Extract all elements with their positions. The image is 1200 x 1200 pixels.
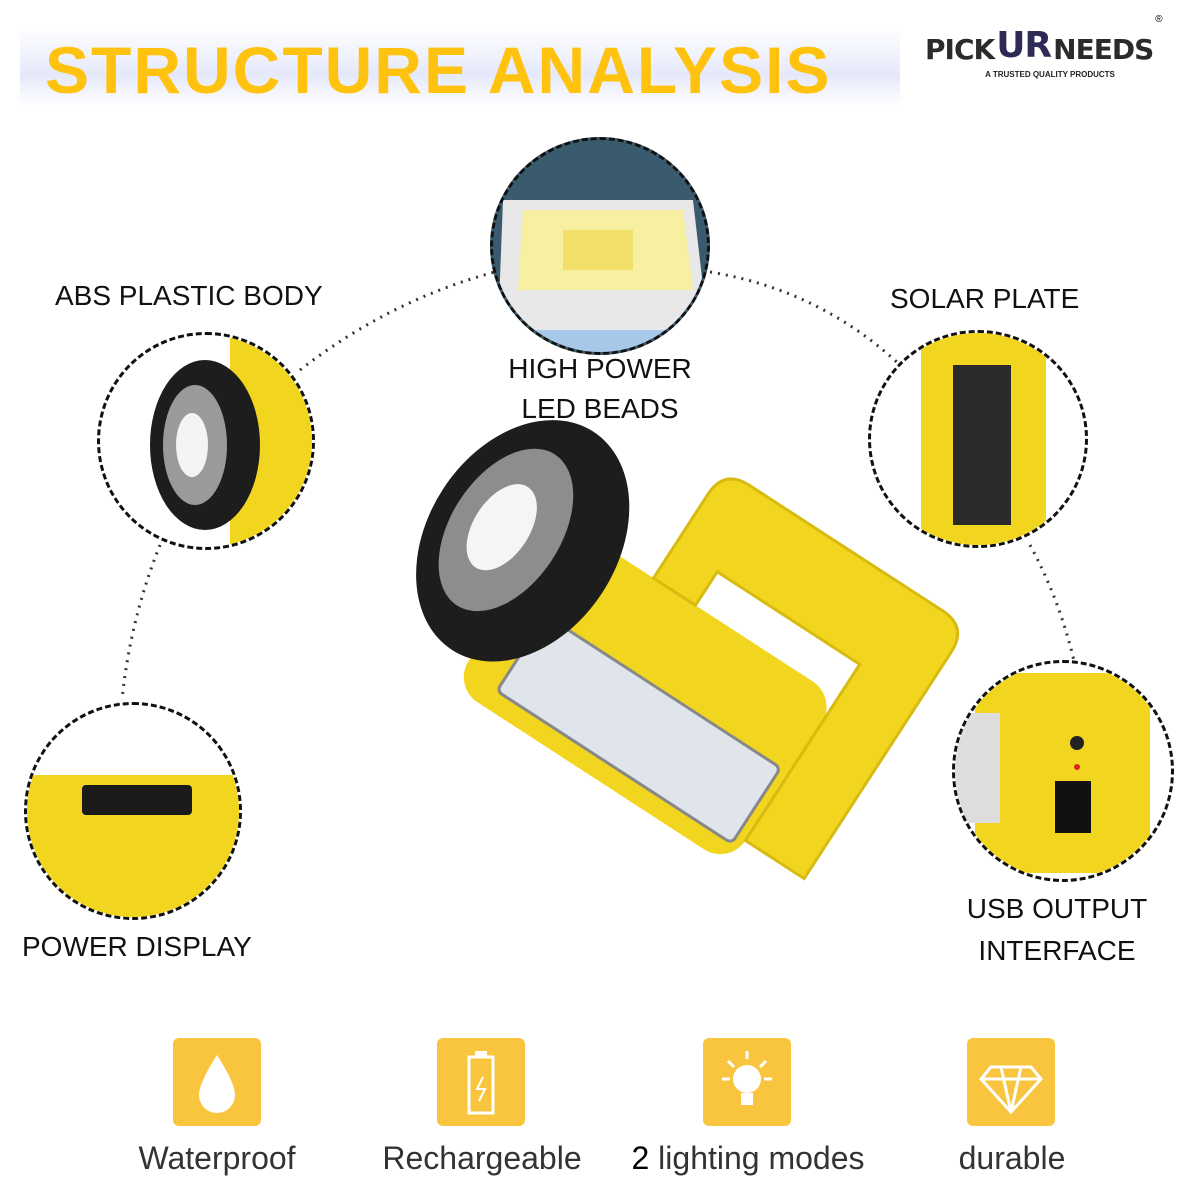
title-underline-band xyxy=(20,28,900,106)
power-display-detail-circle xyxy=(24,702,242,920)
power-switch-image xyxy=(27,775,239,917)
feature-label-rechargeable: Rechargeable xyxy=(382,1140,582,1176)
usb-output-label-line2: INTERFACE xyxy=(978,935,1136,966)
logo-tagline: A TRUSTED QUALITY PRODUCTS xyxy=(985,70,1115,79)
solar-plate-detail-circle xyxy=(868,330,1088,548)
power-display-label: POWER DISPLAY xyxy=(22,931,252,962)
solar-plate-label: SOLAR PLATE xyxy=(890,283,1080,314)
lighting-modes-text: lighting modes xyxy=(649,1140,865,1176)
led-beads-label-line1: HIGH POWER xyxy=(508,353,692,384)
feature-label-durable: durable xyxy=(958,1140,1066,1176)
dotted-connector-arc xyxy=(120,270,1077,701)
water-drop-icon xyxy=(173,1038,261,1126)
diamond-icon xyxy=(967,1038,1055,1126)
battery-icon xyxy=(437,1038,525,1126)
abs-plastic-body-label: ABS PLASTIC BODY xyxy=(55,280,323,311)
solar-panel-image xyxy=(921,333,1046,545)
led-chip-image xyxy=(493,200,707,352)
page-title: STRUCTURE ANALYSIS xyxy=(45,33,832,107)
logo-wordmark: PICK UR NEEDS ® xyxy=(925,14,1163,64)
led-beads-label-line2: LED BEADS xyxy=(521,393,679,424)
feature-label-lighting-modes: 2 lighting modes xyxy=(618,1140,878,1177)
light-bulb-icon xyxy=(703,1038,791,1126)
flashlight-product-image xyxy=(416,420,960,881)
logo-needs: NEEDS xyxy=(1053,33,1154,66)
logo-pick: PICK xyxy=(925,33,995,66)
led-beads-detail-circle xyxy=(490,137,710,355)
logo-ur: UR xyxy=(996,25,1052,66)
lighting-modes-count: 2 xyxy=(631,1140,650,1176)
brand-logo: PICK UR NEEDS ® A TRUSTED QUALITY PRODUC… xyxy=(925,14,1193,90)
usb-output-detail-circle xyxy=(952,660,1174,882)
usb-output-label-line1: USB OUTPUT xyxy=(966,893,1148,924)
logo-registered: ® xyxy=(1155,14,1163,25)
feature-label-waterproof: Waterproof xyxy=(138,1140,296,1176)
usb-port-image xyxy=(955,673,1150,873)
